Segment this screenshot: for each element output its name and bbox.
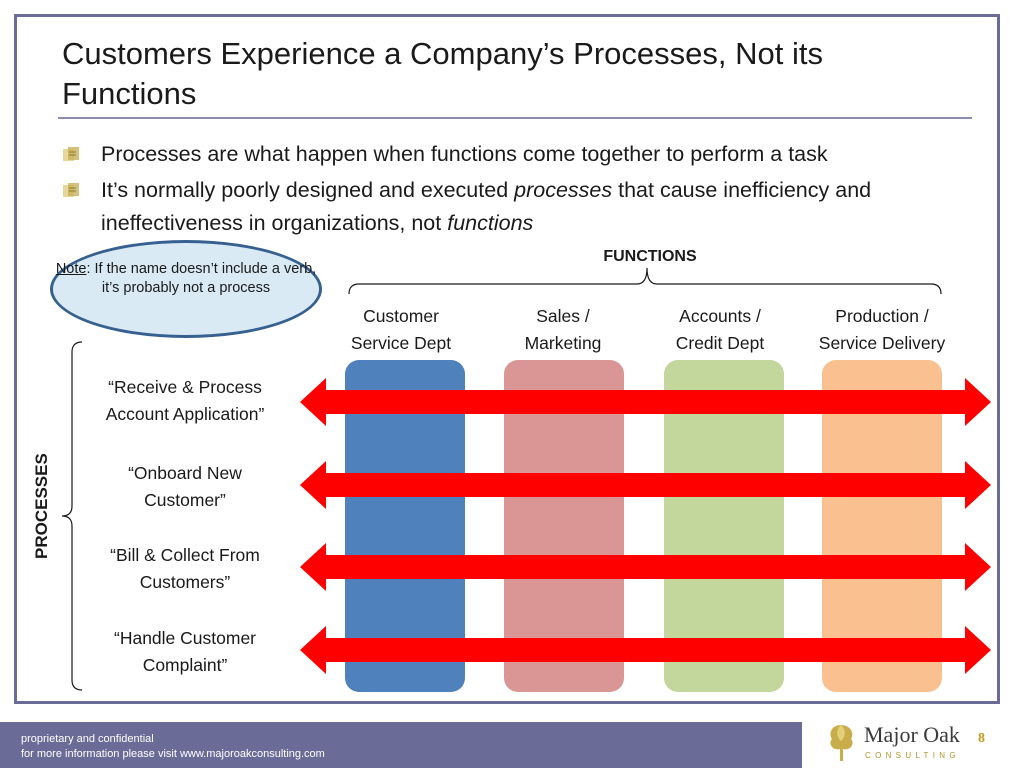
function-column <box>822 360 942 692</box>
logo-subtitle: CONSULTING <box>865 751 960 760</box>
function-column <box>345 360 465 692</box>
process-label-line2: Complaint” <box>142 655 228 675</box>
bullet-item: Processes are what happen when functions… <box>62 138 997 171</box>
function-header: Accounts / Credit Dept <box>635 303 805 357</box>
function-header-line1: Accounts / <box>679 306 761 326</box>
process-label-line1: “Bill & Collect From <box>110 545 260 565</box>
footer-bar: proprietary and confidential for more in… <box>0 722 802 768</box>
page-number: 8 <box>978 731 985 746</box>
function-header: Production / Service Delivery <box>797 303 967 357</box>
footer-text: proprietary and confidential for more in… <box>21 732 325 762</box>
process-label-line1: “Onboard New <box>128 463 242 483</box>
note-label: Note <box>55 261 87 277</box>
functions-brace <box>348 267 942 295</box>
function-header-line2: Marketing <box>524 333 602 353</box>
bullet-list: Processes are what happen when functions… <box>62 138 997 243</box>
emphasis-text: functions <box>447 211 534 235</box>
process-label: “Bill & Collect From Customers” <box>70 542 300 596</box>
footer-confidential: proprietary and confidential <box>21 733 154 745</box>
process-arrow <box>300 378 991 426</box>
function-column <box>664 360 784 692</box>
logo-name: Major Oak <box>864 722 960 747</box>
footer-website: for more information please visit www.ma… <box>21 748 325 760</box>
function-header-line1: Production / <box>835 306 929 326</box>
function-header-line1: Customer <box>363 306 439 326</box>
process-label: “Onboard New Customer” <box>70 460 300 514</box>
bullet-item: It’s normally poorly designed and execut… <box>62 174 997 240</box>
company-logo: Major Oak CONSULTING <box>824 719 964 765</box>
function-header: Customer Service Dept <box>316 303 486 357</box>
function-column <box>504 360 624 692</box>
function-header: Sales / Marketing <box>478 303 648 357</box>
process-arrow <box>300 461 991 509</box>
bullet-text-segment: It’s normally poorly designed and execut… <box>101 178 515 202</box>
process-label: “Receive & Process Account Application” <box>70 374 300 428</box>
function-header-line1: Sales / <box>536 306 590 326</box>
functions-title: FUNCTIONS <box>603 248 697 265</box>
note-text: : If the name doesn’t include a verb, it… <box>86 261 317 296</box>
note-callout: Note: If the name doesn’t include a verb… <box>50 240 322 338</box>
process-arrow <box>300 626 991 674</box>
process-label-line2: Account Application” <box>105 404 265 424</box>
process-arrow <box>300 543 991 591</box>
oak-tree-icon <box>830 725 853 761</box>
slide-title: Customers Experience a Company’s Process… <box>62 36 823 111</box>
process-label-line2: Customers” <box>139 572 231 592</box>
processes-brace <box>61 341 83 691</box>
bullet-text: Processes are what happen when functions… <box>101 142 828 166</box>
bullet-text-segment: Processes are what happen when functions… <box>101 142 828 166</box>
process-label-line2: Customer” <box>144 490 226 510</box>
function-header-line2: Service Dept <box>350 333 452 353</box>
emphasis-text: processes <box>514 178 613 202</box>
bullet-icon <box>63 147 79 161</box>
slide-frame <box>14 14 1000 704</box>
bullet-text-segment: that cause inefficiency and ineffectiven… <box>101 178 872 235</box>
process-label-line1: “Receive & Process <box>108 377 262 397</box>
function-header-line2: Service Delivery <box>818 333 946 353</box>
bullet-icon <box>63 183 79 197</box>
bullet-text: It’s normally poorly designed and execut… <box>101 178 871 235</box>
process-label: “Handle Customer Complaint” <box>70 625 300 679</box>
function-header-line2: Credit Dept <box>675 333 765 353</box>
process-label-line1: “Handle Customer <box>114 628 256 648</box>
title-divider <box>58 117 972 119</box>
